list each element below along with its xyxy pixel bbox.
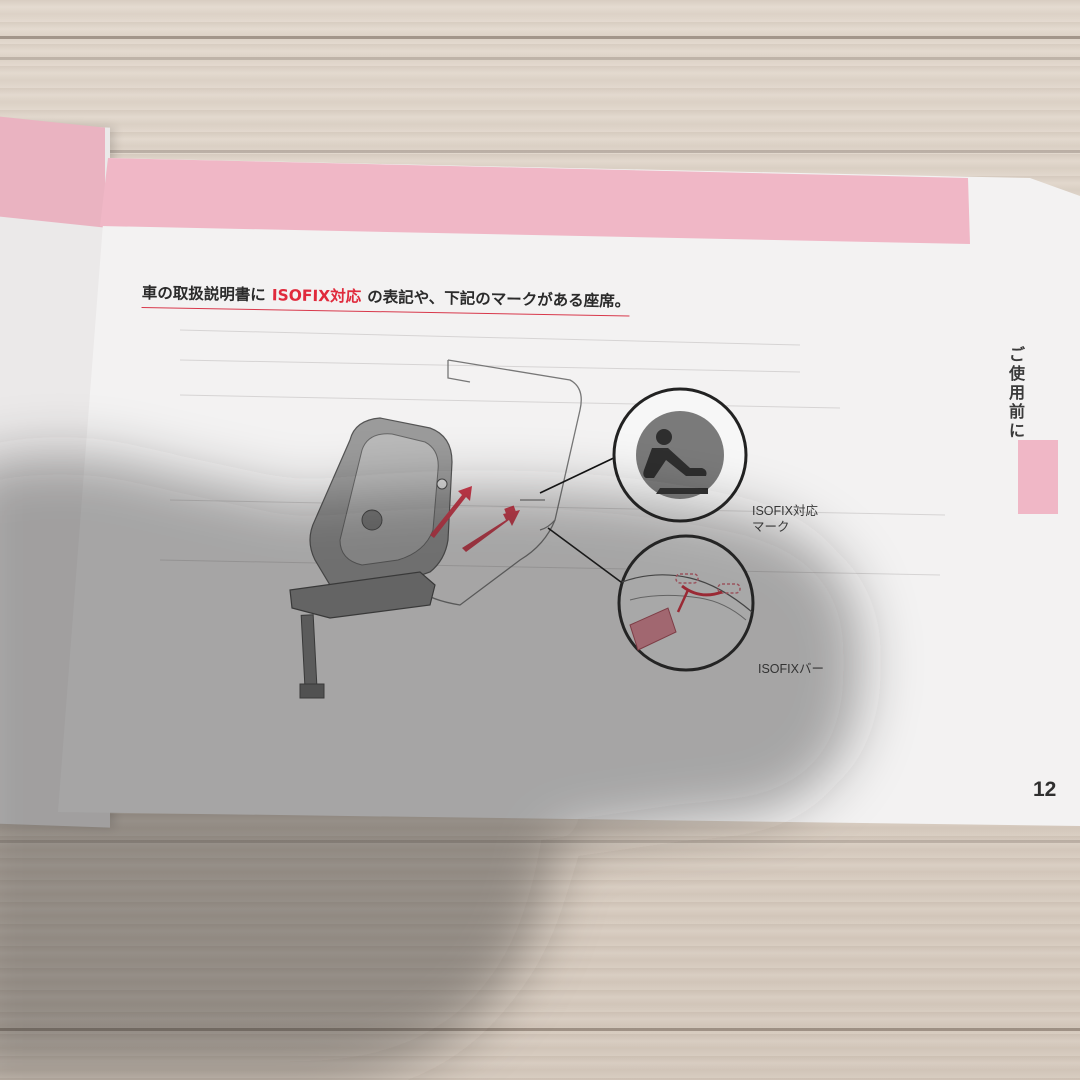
isofix-mark-label-line2: マーク xyxy=(752,520,790,534)
side-tab-char: 前 xyxy=(1008,402,1025,421)
isofix-mark-callout xyxy=(612,387,748,523)
plank-seam xyxy=(0,150,1080,153)
headline-text-after: の表記や、下記のマークがある座席。 xyxy=(367,287,631,311)
plank-seam xyxy=(0,36,1080,39)
isofix-bar-callout xyxy=(617,534,755,672)
side-tab-char: ご xyxy=(1008,345,1025,364)
side-tab-char: 用 xyxy=(1008,383,1025,402)
headline-text-before: 車の取扱説明書に xyxy=(141,283,266,305)
isofix-mark-label: ISOFIX対応 マーク xyxy=(752,503,818,535)
headline-highlight: ISOFIX対応 xyxy=(271,286,362,306)
side-tab-band xyxy=(1018,440,1058,514)
isofix-mark-label-line1: ISOFIX対応 xyxy=(752,504,818,518)
page-sheet xyxy=(58,158,1080,826)
plank-seam xyxy=(0,57,1080,60)
isofix-bar-label: ISOFIXバー xyxy=(758,662,824,676)
section-side-tab: ご 使 用 前 に xyxy=(1006,345,1028,440)
header-band xyxy=(100,158,970,244)
page-number: 12 xyxy=(1033,778,1057,801)
side-tab-char: に xyxy=(1008,421,1025,440)
side-tab-char: 使 xyxy=(1008,364,1025,383)
